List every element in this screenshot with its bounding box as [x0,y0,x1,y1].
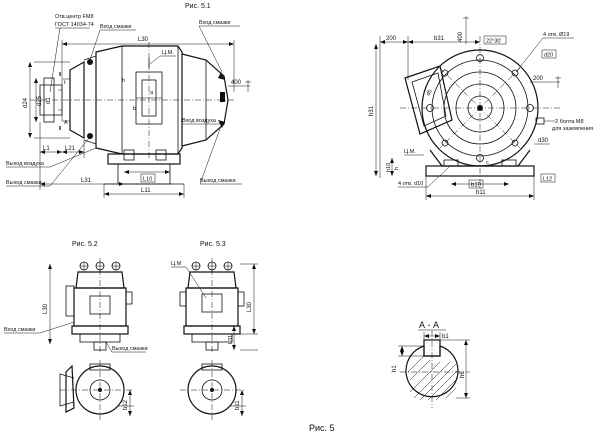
fig1-h-label: h [122,78,125,84]
fig2-b12-label: b12 [123,399,129,410]
end-view-c: c [486,160,489,166]
end-view-b10: b10 [471,183,482,189]
end-view-holes-19: 4 отв. Ø19 [543,32,569,38]
fig1-d25-label: d25 [37,95,43,106]
end-view-b11: b11 [476,190,486,196]
end-view-200-right: 200 [533,76,544,82]
end-view-b31: b31 [434,36,445,42]
fig3-cm-label: Ц.М [171,261,182,267]
fig1-b-label: b [133,106,136,112]
end-view-l12: L12 [543,177,552,183]
end-view-d20: d20 [544,53,553,59]
fig1-center-hole-line1: Отв.центр FM8 [55,14,94,20]
fig3-b11-label: b11 [235,400,241,410]
end-view-h: h [394,167,400,170]
fig2-grease-outlet: Выход смазки [112,346,148,352]
fig1-air-inlet: Вход воздуха [182,118,217,124]
fig1-t-label: t [64,80,66,86]
main-figure-caption: Рис. 5 [309,423,335,433]
end-view-bolts-line1: 2 болта М8 [555,119,584,125]
end-view-d5: d5 [426,89,434,97]
fig1-center-mark-label: Ц.М. [162,50,174,56]
fig3-l30-label: L30 [247,301,253,312]
section-hatch [407,355,459,401]
end-view-bolts-line2: для заземления [552,126,593,132]
fig1-section-a-label: А [64,120,68,126]
fig1-grease-outlet-right: Выход смазки [200,178,236,184]
section-h1-label: h1 [392,365,398,372]
section-h6-label: h6 [460,371,466,378]
fig1-center-hole-line2: ГОСТ 14034-74 [55,22,94,28]
fig1-d1-label: d1 [46,97,52,104]
end-view-angle: 22°30' [486,39,502,45]
section-a-a: А - А b1 h1 h6 [392,320,470,408]
fig1-l21-label: L21 [65,146,76,152]
fig1-l11-label: L11 [141,188,151,194]
end-view-h31: h31 [369,105,375,116]
section-b1-label: b1 [442,334,449,340]
fig1-400-label: 400 [231,80,242,86]
fig-5-3-motor-vertical: Ц.М L30 L31 b11 [171,258,258,420]
fig1-d24-label: d24 [23,97,29,108]
fig-5-1-title: Рис. 5.1 [185,3,211,10]
fig1-l31-label: L31 [81,178,92,184]
fig1-a-label: a [150,90,154,96]
end-view-d30: d30 [538,138,549,144]
end-view-cm: Ц.М. [404,149,416,155]
fig1-grease-inlet-right: Вход смазки [199,20,231,26]
fig-5-1-motor-side-view: L30 400 L1 L21 L31 L10 L11 d24 d25 d1 [6,14,251,198]
fig1-l30-label: L30 [138,37,149,43]
fig1-air-outlet: Выход воздуха [6,161,45,167]
fig-5-3-title: Рис. 5.3 [200,241,226,248]
end-view-200-top: 200 [386,36,397,42]
fig-5-2-title: Рис. 5.2 [72,241,98,248]
end-view-holes-d10: 4 отв. d10 [398,181,423,187]
end-view-h10: h10 [386,163,392,172]
end-view-flange: 200 b31 400 22°30' 4 отв. Ø19 d20 200 2 … [369,16,593,200]
fig1-l10-label: L10 [143,177,152,183]
section-title: А - А [419,320,439,330]
end-view-400: 400 [458,31,464,42]
fig1-grease-outlet-left: Выход смазки [6,180,42,186]
fig-5-2-motor-vertical: L30 Вход смазки Выход смазки b12 [4,258,148,420]
fig2-grease-inlet: Вход смазки [4,327,36,333]
fig3-l31-label: L31 [228,335,234,344]
fig1-l1-label: L1 [43,146,50,152]
fig2-l30-label: L30 [43,303,49,314]
fig1-grease-inlet-top: Вход смазки [100,24,132,30]
